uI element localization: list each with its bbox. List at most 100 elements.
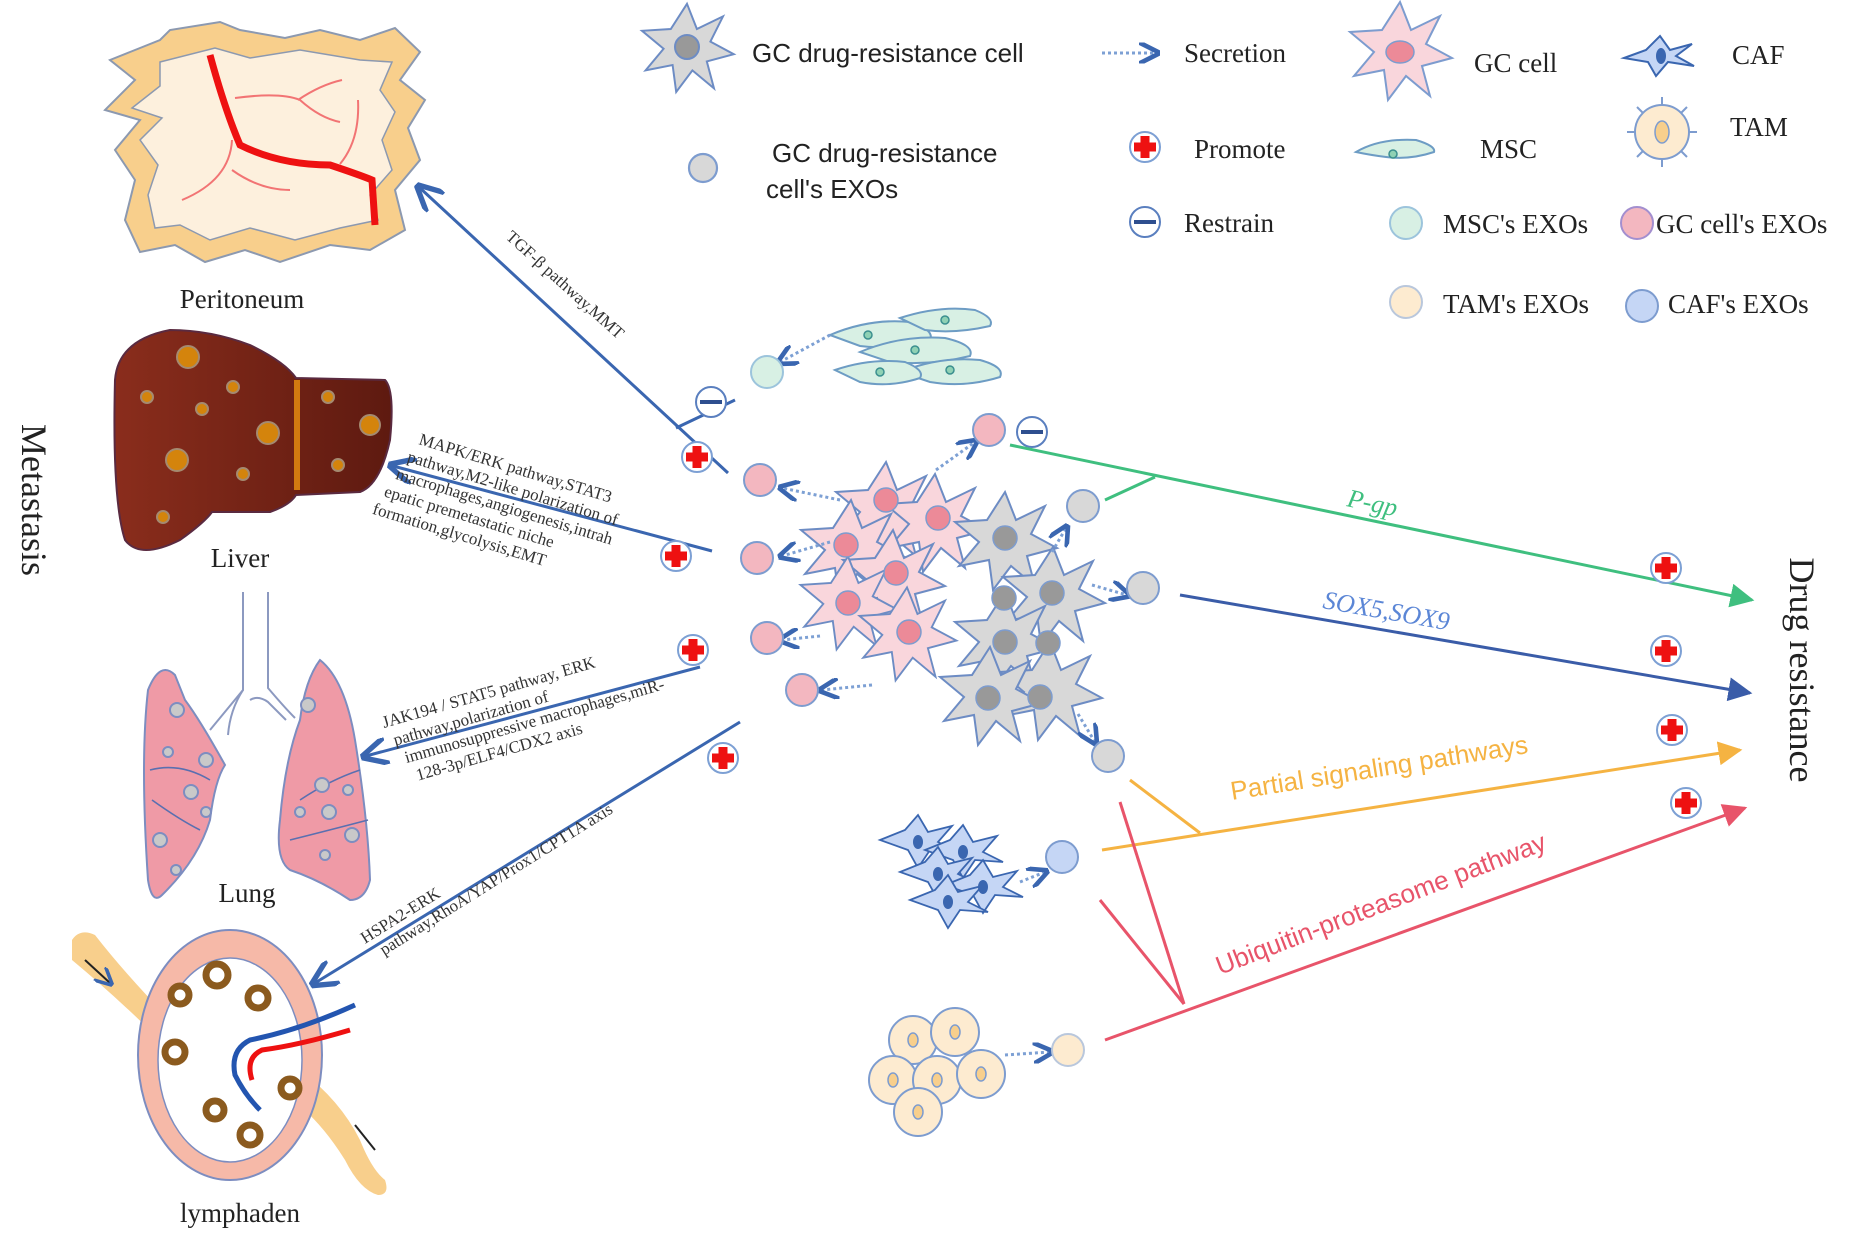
legend: GC drug-resistance cell GC drug-resistan… bbox=[641, 1, 1827, 323]
lung-illustration: Lung bbox=[143, 592, 372, 908]
resistant-nuclei bbox=[975, 525, 1065, 711]
caf-cluster bbox=[877, 813, 1024, 930]
resistant-exosome bbox=[1066, 489, 1100, 523]
flow-arrow-icon bbox=[354, 1124, 376, 1151]
tam-cluster bbox=[868, 1007, 1006, 1137]
nucleus-icon bbox=[674, 34, 700, 60]
partial-signaling-arrow bbox=[1101, 741, 1743, 852]
lymph-arrow bbox=[315, 720, 741, 983]
trachea bbox=[227, 592, 296, 736]
peritoneum-arrow bbox=[420, 188, 730, 475]
main-vessel bbox=[206, 54, 379, 226]
vein bbox=[231, 1002, 357, 1112]
peritoneum-label: Peritoneum bbox=[180, 284, 304, 314]
drug-resistant-cell-cluster bbox=[939, 491, 1106, 746]
pathway-line: pathway,RhoA/YAP/Prox1/CPT1A axis bbox=[376, 799, 616, 959]
legend-label: cell's EXOs bbox=[766, 174, 898, 204]
legend-caf-exos: CAF's EXOs bbox=[1625, 289, 1809, 323]
artery bbox=[247, 1027, 351, 1081]
peritoneum-inner bbox=[130, 47, 396, 241]
legend-label: CAF's EXOs bbox=[1668, 289, 1809, 319]
secretion-arrows bbox=[780, 333, 1127, 1055]
resistant-exosome bbox=[1126, 571, 1160, 605]
nucleus-icon bbox=[1388, 149, 1398, 159]
nucleus-icon bbox=[1654, 120, 1670, 144]
restrain-icon bbox=[1016, 416, 1048, 448]
legend-tam-exos: TAM's EXOs bbox=[1389, 285, 1589, 319]
promote-icon bbox=[1129, 131, 1161, 163]
exosome-icon bbox=[1389, 206, 1423, 240]
legend-label: CAF bbox=[1732, 40, 1785, 70]
legend-label: MSC bbox=[1480, 134, 1537, 164]
lung-label: Lung bbox=[219, 878, 276, 908]
msc-exosome bbox=[750, 355, 784, 389]
legend-label: GC cell's EXOs bbox=[1656, 209, 1827, 239]
exosome-icon bbox=[1620, 206, 1654, 240]
legend-promote: Promote bbox=[1129, 131, 1286, 164]
legend-gc-drug-resistance-cell: GC drug-resistance cell bbox=[641, 2, 1024, 93]
legend-restrain: Restrain bbox=[1129, 206, 1274, 238]
flow-arrow-icon bbox=[84, 959, 110, 983]
liver-arrow bbox=[393, 466, 713, 553]
ubiquitin-branch-1 bbox=[1118, 801, 1186, 1005]
legend-gc-cell-exos: GC cell's EXOs bbox=[1620, 206, 1827, 240]
nucleus-icon bbox=[1385, 40, 1415, 64]
restrain-icon bbox=[695, 386, 727, 418]
promote-icon bbox=[681, 441, 713, 473]
lymph-follicles bbox=[161, 960, 303, 1149]
drug-resistance-arrows: P-gp SOX5,SOX9 Partial signaling pathway… bbox=[1009, 443, 1755, 1042]
tam-exosome bbox=[1051, 1033, 1085, 1067]
legend-label: Restrain bbox=[1184, 208, 1274, 238]
gc-cell-cluster bbox=[799, 461, 988, 682]
partial-branch bbox=[1129, 778, 1201, 835]
pgp-branch bbox=[1104, 475, 1156, 502]
legend-gc-drug-resistance-exos: GC drug-resistance cell's EXOs bbox=[687, 138, 997, 204]
gc-exosome bbox=[740, 541, 774, 575]
promote-icon bbox=[660, 540, 692, 572]
exosome-icon bbox=[1389, 285, 1423, 319]
partial-signaling-label: Partial signaling pathways bbox=[1228, 729, 1530, 806]
legend-label: TAM's EXOs bbox=[1443, 289, 1589, 319]
legend-label: GC drug-resistance bbox=[772, 138, 997, 168]
peritoneum-illustration: Peritoneum bbox=[103, 20, 427, 314]
promote-icon bbox=[707, 742, 739, 774]
liver-ligament bbox=[294, 380, 300, 490]
legend-msc-exos: MSC's EXOs bbox=[1389, 206, 1588, 240]
lung-pathway-label: JAK194 / STAT5 pathway, ERK pathway,pola… bbox=[380, 652, 667, 784]
promote-icon bbox=[1670, 787, 1702, 819]
legend-gc-cell: GC cell bbox=[1349, 1, 1557, 101]
exosome-icon bbox=[687, 152, 719, 184]
tam-spikes bbox=[1627, 97, 1697, 167]
lymph-node-cortex bbox=[157, 957, 303, 1163]
legend-secretion: Secretion bbox=[1102, 38, 1286, 68]
lung-tumors bbox=[152, 697, 360, 876]
gc-exosome bbox=[750, 621, 784, 655]
msc-nuclei bbox=[863, 315, 955, 377]
caf-nuclei bbox=[913, 835, 988, 909]
legend-label: Promote bbox=[1194, 134, 1286, 164]
ubiquitin-branch-2 bbox=[1098, 899, 1186, 1005]
liver-shape bbox=[113, 328, 393, 551]
sox-arrow bbox=[1179, 593, 1753, 702]
legend-msc: MSC bbox=[1353, 134, 1537, 164]
gc-exosome bbox=[785, 673, 819, 707]
lymph-node-illustration: lymphaden bbox=[72, 929, 387, 1228]
liver-illustration: Liver bbox=[113, 328, 393, 573]
legend-label: Secretion bbox=[1184, 38, 1286, 68]
gc-exosome bbox=[972, 413, 1006, 447]
nucleus-icon bbox=[1656, 48, 1666, 64]
caf-exosome bbox=[1045, 840, 1079, 874]
exosomes bbox=[740, 333, 1160, 1067]
peritoneum-pathway-label: TGF-β pathway,MMT bbox=[502, 227, 628, 343]
msc-icon bbox=[1353, 138, 1436, 159]
promote-icon bbox=[677, 634, 709, 666]
liver-label: Liver bbox=[211, 543, 269, 573]
restrain-icon bbox=[1129, 206, 1161, 238]
metastasis-title: Metastasis bbox=[14, 424, 54, 576]
ubiquitin-label: Ubiquitin-proteasome pathway bbox=[1211, 827, 1550, 981]
legend-tam: TAM bbox=[1627, 97, 1788, 167]
tam-nuclei bbox=[887, 1024, 987, 1120]
gc-nuclei bbox=[833, 487, 951, 645]
msc-cluster bbox=[827, 307, 1002, 386]
